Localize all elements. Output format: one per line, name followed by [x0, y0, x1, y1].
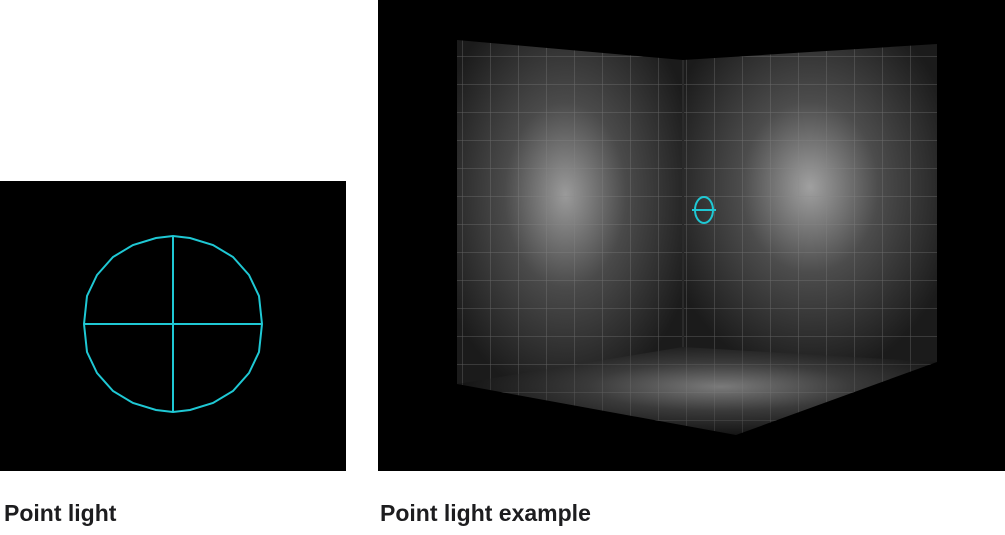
caption-point-light: Point light: [4, 500, 117, 526]
room-right-wall-grid: [683, 44, 937, 362]
point-light-room-scene: [457, 40, 937, 435]
scene-point-light-icon[interactable]: [692, 196, 716, 224]
point-light-icon: [82, 234, 264, 414]
caption-point-light-example: Point light example: [380, 500, 591, 526]
room-floor-grid: [457, 347, 937, 435]
room-left-wall-grid: [457, 40, 683, 384]
point-light-example-panel: [378, 0, 1005, 471]
point-light-icon-panel: [0, 181, 346, 471]
